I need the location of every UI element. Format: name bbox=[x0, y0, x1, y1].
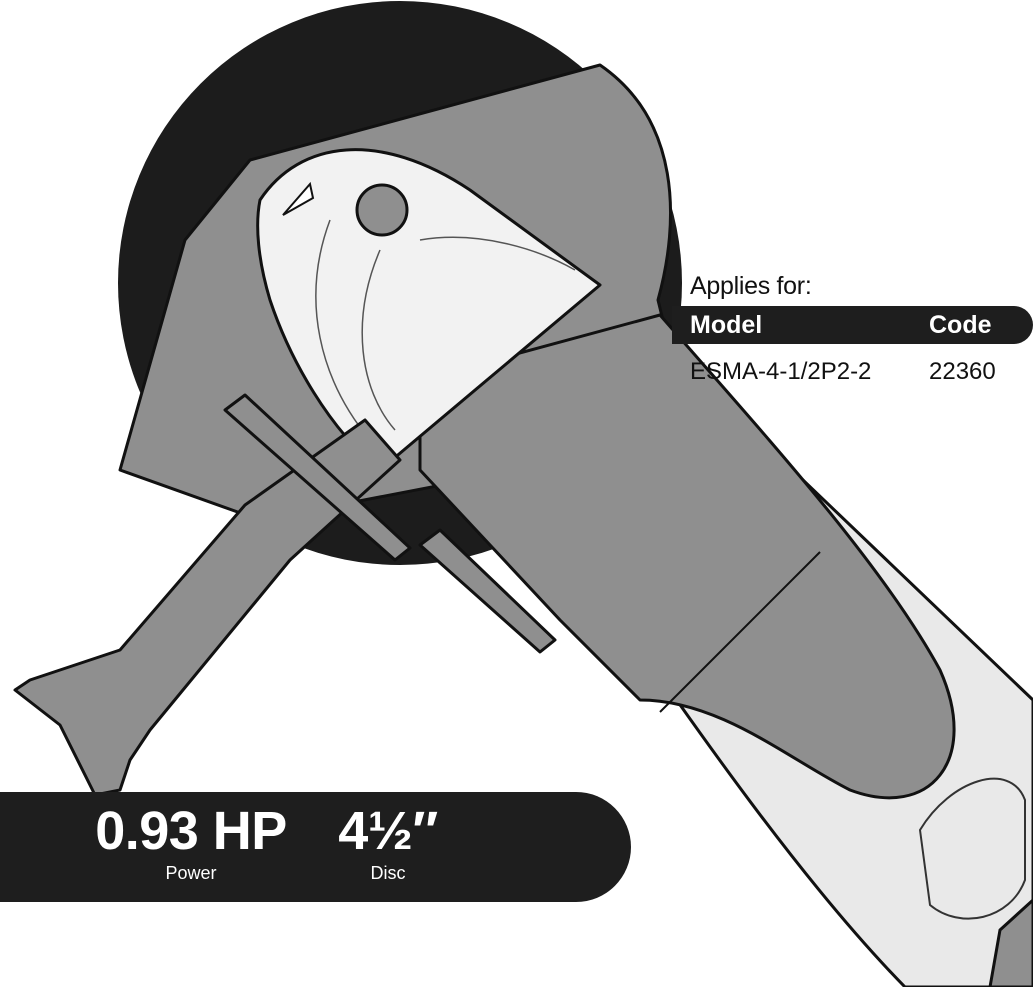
cable-tail bbox=[988, 897, 1033, 987]
model-cell: ESMA-4-1/2P2-2 bbox=[690, 358, 872, 385]
spindle-lock-button bbox=[355, 183, 409, 237]
vent-panel bbox=[918, 777, 1026, 920]
power-label: Power bbox=[165, 863, 217, 883]
grip-body bbox=[418, 313, 956, 800]
power-value: 0.93 HP bbox=[95, 801, 287, 861]
side-handle bbox=[13, 418, 402, 797]
rotation-arrow-icon bbox=[282, 181, 315, 216]
spec-bar: 0.93 HP Power 4½″ Disc bbox=[0, 792, 631, 902]
code-cell: 22360 bbox=[929, 358, 996, 385]
disc-value: 4½″ bbox=[338, 801, 438, 861]
table-header: Model Code bbox=[672, 306, 1033, 344]
flange bbox=[223, 393, 412, 562]
applies-for-label: Applies for: bbox=[690, 272, 812, 300]
column-header-model: Model bbox=[690, 311, 763, 339]
power-spec: 0.93 HP Power bbox=[84, 800, 298, 884]
disc-guard-edge bbox=[418, 528, 557, 654]
disc-label: Disc bbox=[370, 863, 406, 883]
disc-spec: 4½″ Disc bbox=[318, 800, 458, 884]
column-header-code: Code bbox=[929, 311, 992, 339]
